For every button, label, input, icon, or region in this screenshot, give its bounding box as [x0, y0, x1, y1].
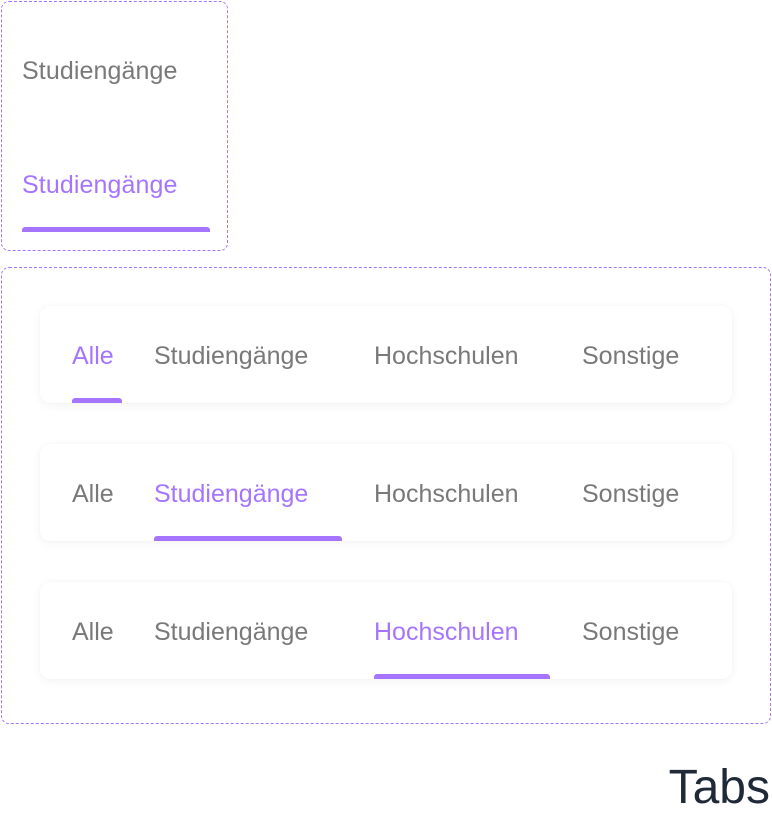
tab-label: Hochschulen [374, 618, 519, 646]
tab-hochschulen[interactable]: Hochschulen [374, 338, 550, 403]
tab-state-inactive[interactable]: Studiengänge [22, 54, 210, 88]
tab-studiengaenge[interactable]: Studiengänge [154, 338, 342, 403]
tab-alle[interactable]: Alle [72, 338, 122, 403]
tab-label: Studiengänge [22, 57, 178, 85]
tab-label: Sonstige [582, 480, 680, 508]
tab-label: Studiengänge [22, 171, 178, 199]
tab-sonstige[interactable]: Sonstige [582, 614, 700, 679]
tab-bar: Alle Studiengänge Hochschulen Sonstige [40, 582, 732, 679]
active-tab-indicator [72, 398, 122, 403]
tab-label: Sonstige [582, 342, 680, 370]
tab-label: Sonstige [582, 618, 680, 646]
active-tab-indicator [22, 227, 210, 232]
tab-label: Alle [72, 618, 114, 646]
tabbar-variants-frame [1, 267, 771, 724]
component-caption: Tabs [668, 761, 770, 814]
tab-bar: Alle Studiengänge Hochschulen Sonstige [40, 444, 732, 541]
active-tab-indicator [154, 536, 342, 541]
tab-label: Hochschulen [374, 480, 519, 508]
tab-alle[interactable]: Alle [72, 614, 122, 679]
tab-bar: Alle Studiengänge Hochschulen Sonstige [40, 306, 732, 403]
tab-label: Studiengänge [154, 342, 309, 370]
tab-label: Studiengänge [154, 480, 309, 508]
tab-studiengaenge[interactable]: Studiengänge [154, 614, 342, 679]
tab-sonstige[interactable]: Sonstige [582, 338, 700, 403]
tab-state-active[interactable]: Studiengänge [22, 168, 210, 232]
tab-alle[interactable]: Alle [72, 476, 122, 541]
tab-sonstige[interactable]: Sonstige [582, 476, 700, 541]
tab-label: Studiengänge [154, 618, 309, 646]
tab-states-frame: Studiengänge Studiengänge [1, 1, 228, 251]
active-tab-indicator [374, 674, 550, 679]
tab-label: Hochschulen [374, 342, 519, 370]
tab-label: Alle [72, 480, 114, 508]
tab-studiengaenge[interactable]: Studiengänge [154, 476, 342, 541]
tab-hochschulen[interactable]: Hochschulen [374, 476, 550, 541]
tab-hochschulen[interactable]: Hochschulen [374, 614, 550, 679]
tab-label: Alle [72, 342, 114, 370]
